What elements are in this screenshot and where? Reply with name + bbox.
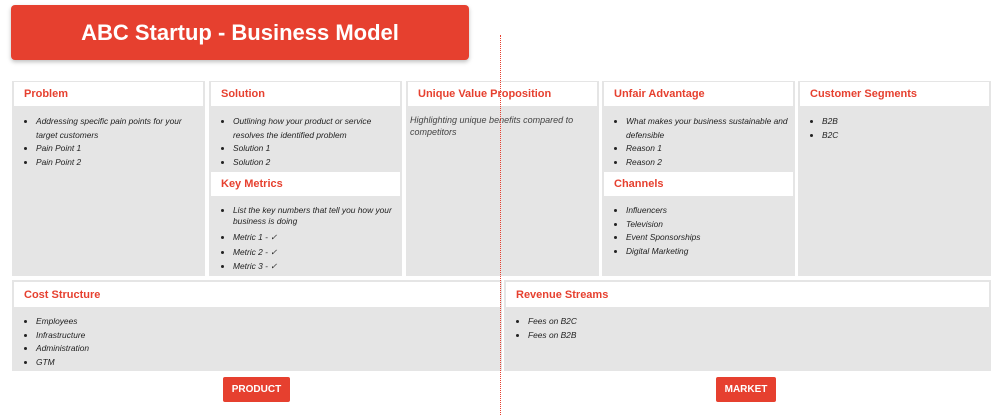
list-item: Administration [36,342,318,356]
list-item: Pain Point 2 [36,156,198,170]
problem-panel [12,81,205,276]
list-item: Event Sponsorships [626,231,792,245]
unfair-advantage-header: Unfair Advantage [604,82,793,106]
channels-list: Influencers Television Event Sponsorship… [608,204,792,258]
uvp-header: Unique Value Proposition [408,82,597,106]
list-item: What makes your business sustainable and… [626,115,792,142]
list-item: Metric 1 - ✓ [233,230,398,245]
uvp-panel [406,81,599,276]
revenue-streams-header: Revenue Streams [506,282,989,307]
list-item: B2B [822,115,988,129]
list-item: Addressing specific pain points for your… [36,115,198,142]
list-item: Reason 1 [626,142,792,156]
list-item: GTM [36,356,318,370]
list-item: Solution 2 [233,156,398,170]
product-market-divider [500,35,501,415]
list-item: Metric 3 - ✓ [233,259,398,274]
list-item: Fees on B2B [528,329,810,343]
customer-segments-panel [798,81,991,276]
list-item: List the key numbers that tell you how y… [233,205,398,227]
list-item: Reason 2 [626,156,792,170]
list-item: Outlining how your product or service re… [233,115,398,142]
cost-structure-list: Employees Infrastructure Administration … [18,315,318,369]
list-item: Employees [36,315,318,329]
list-item: B2C [822,129,988,143]
problem-list: Addressing specific pain points for your… [18,115,198,169]
list-item: Infrastructure [36,329,318,343]
channels-header: Channels [604,172,793,196]
unfair-advantage-list: What makes your business sustainable and… [608,115,792,169]
key-metrics-list: List the key numbers that tell you how y… [215,205,398,274]
solution-header: Solution [211,82,400,106]
page-title: ABC Startup - Business Model [11,5,469,60]
problem-header: Problem [14,82,203,106]
solution-list: Outlining how your product or service re… [215,115,398,169]
list-item: Fees on B2C [528,315,810,329]
uvp-text: Highlighting unique benefits compared to… [410,115,574,137]
market-tag: MARKET [716,377,776,402]
list-item: Influencers [626,204,792,218]
product-tag: PRODUCT [223,377,290,402]
cost-structure-header: Cost Structure [14,282,500,307]
key-metrics-header: Key Metrics [211,172,400,196]
list-item: Solution 1 [233,142,398,156]
list-item: Metric 2 - ✓ [233,245,398,260]
list-item: Digital Marketing [626,245,792,259]
customer-segments-header: Customer Segments [800,82,989,106]
customer-segments-list: B2B B2C [804,115,988,142]
list-item: Pain Point 1 [36,142,198,156]
list-item: Television [626,218,792,232]
revenue-streams-list: Fees on B2C Fees on B2B [510,315,810,342]
